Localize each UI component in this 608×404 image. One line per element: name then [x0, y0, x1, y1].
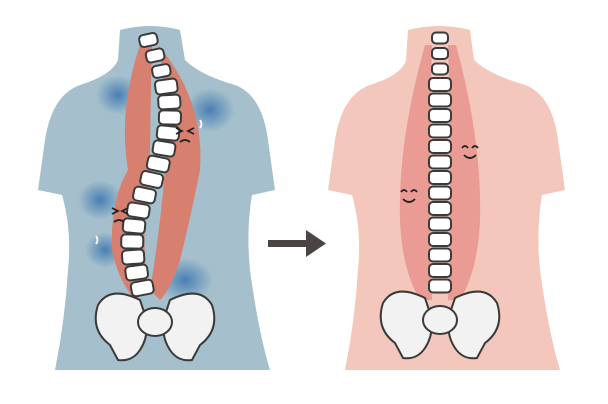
vertebra	[431, 47, 449, 60]
pelvis-left	[94, 292, 216, 362]
vertebra	[125, 201, 151, 220]
bruise-mark	[78, 180, 122, 220]
vertebra	[428, 278, 452, 294]
straight-spine	[428, 31, 452, 294]
vertebra	[124, 263, 149, 282]
vertebra	[157, 109, 182, 126]
curved-spine	[120, 31, 182, 298]
vertebra	[129, 278, 155, 298]
vertebra	[428, 263, 452, 278]
after-muscle-right	[448, 45, 481, 300]
before-torso	[38, 26, 275, 370]
vertebra	[428, 201, 452, 216]
vertebra	[139, 170, 165, 189]
vertebra	[151, 139, 177, 158]
vertebra	[144, 47, 166, 64]
vertebra	[431, 31, 449, 45]
vertebra	[431, 62, 449, 76]
vertebra	[428, 108, 452, 123]
vertebra	[132, 185, 157, 205]
vertebra	[145, 154, 171, 174]
vertebra	[428, 185, 452, 201]
after-muscle-left	[399, 45, 432, 300]
pained-face-icon	[95, 207, 129, 245]
pained-face-icon	[175, 119, 203, 143]
vertebra	[120, 248, 146, 266]
vertebra	[428, 123, 452, 139]
vertebra	[155, 124, 181, 142]
pelvis-right	[379, 290, 501, 360]
vertebra	[138, 31, 159, 49]
vertebra	[157, 93, 182, 111]
happy-face-icon	[461, 145, 479, 159]
vertebra	[428, 77, 452, 92]
vertebra	[428, 247, 452, 263]
vertebra	[428, 92, 452, 108]
vertebra	[428, 232, 452, 247]
arrow-right-icon	[268, 230, 326, 257]
vertebra	[428, 170, 452, 185]
vertebra	[428, 154, 452, 170]
vertebra	[151, 63, 172, 79]
happy-face-icon	[400, 189, 418, 203]
vertebra	[428, 216, 452, 232]
vertebra	[120, 233, 145, 250]
vertebra	[428, 139, 452, 154]
after-torso	[328, 26, 565, 370]
before-muscle-right	[150, 45, 201, 300]
bruise-mark	[185, 88, 235, 132]
vertebra	[121, 217, 147, 235]
vertebra	[153, 77, 179, 96]
